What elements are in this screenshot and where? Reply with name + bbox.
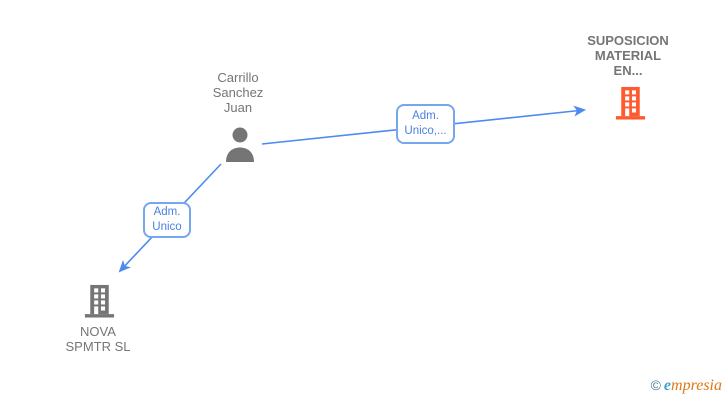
person-node-label[interactable]: Carrillo Sanchez Juan xyxy=(212,70,264,115)
company-nova-label[interactable]: NOVA SPMTR SL xyxy=(65,324,131,354)
empresia-watermark[interactable]: ©empresia xyxy=(651,377,722,395)
company-suposicion-icon[interactable] xyxy=(613,85,648,125)
edge-label-adm-unico-nova[interactable]: Adm. Unico xyxy=(143,202,191,238)
edge-label-adm-unico-suposicion[interactable]: Adm. Unico,... xyxy=(396,104,455,144)
building-icon xyxy=(84,284,115,318)
watermark-brand-rest: mpresia xyxy=(671,377,722,394)
person-silhouette-icon xyxy=(226,127,254,162)
company-suposicion-label[interactable]: SUPOSICION MATERIAL EN... xyxy=(587,33,669,78)
copyright-icon: © xyxy=(650,377,661,393)
watermark-brand-initial: e xyxy=(663,377,672,394)
building-icon xyxy=(615,86,646,120)
person-icon[interactable] xyxy=(224,126,256,168)
company-nova-icon[interactable] xyxy=(82,283,117,323)
